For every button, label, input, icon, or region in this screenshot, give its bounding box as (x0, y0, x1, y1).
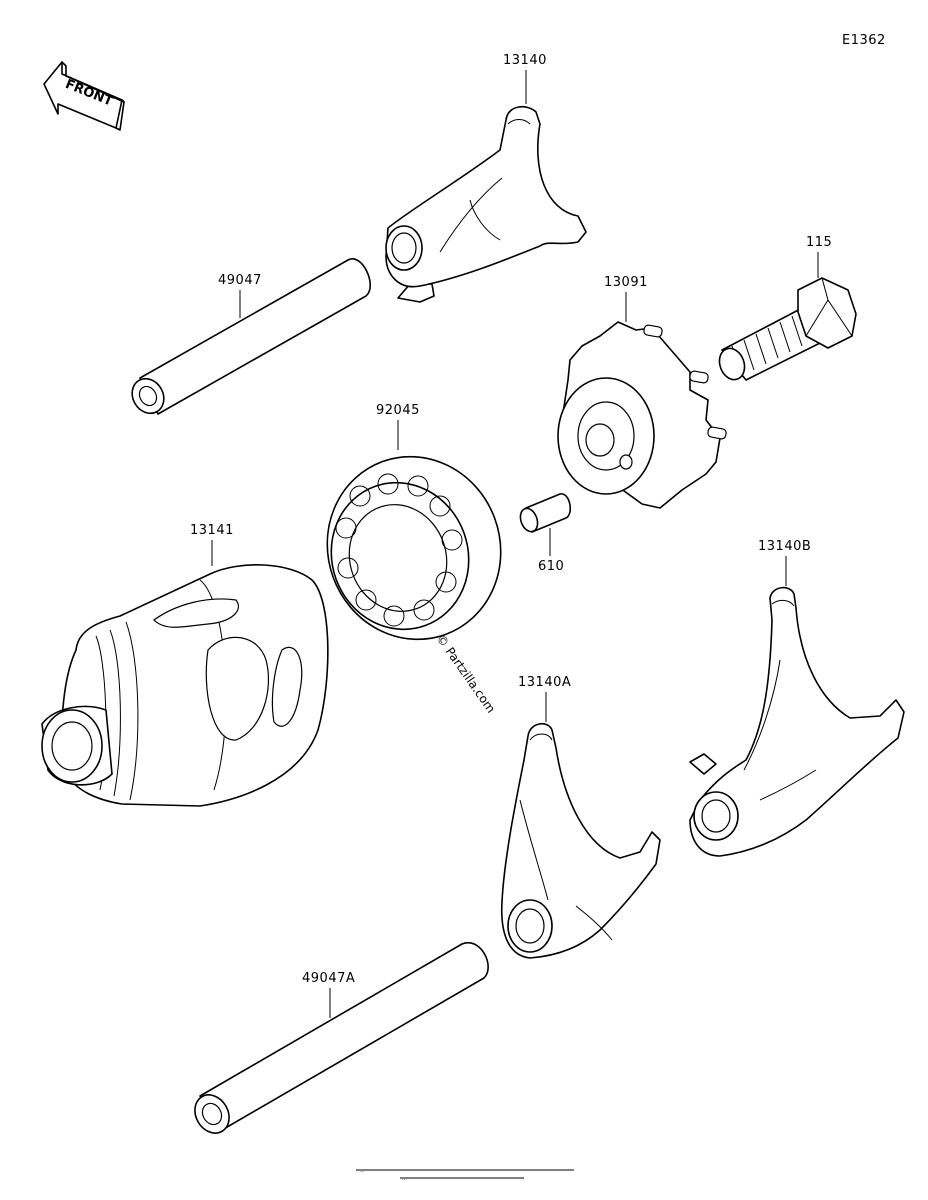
label-92045: 92045 (376, 403, 420, 418)
dowel-pin-610 (519, 493, 572, 533)
shift-fork-13140 (385, 105, 587, 303)
label-610: 610 (538, 559, 564, 574)
front-arrow-icon: FRONT (43, 61, 125, 131)
bearing-92045 (326, 455, 502, 641)
shift-fork-13140A (500, 723, 661, 959)
label-13091: 13091 (604, 275, 648, 290)
shaft-49047A (194, 941, 489, 1134)
label-115: 115 (806, 235, 832, 250)
label-13140: 13140 (503, 53, 547, 68)
watermark: © Partzilla.com (434, 632, 499, 716)
label-49047A: 49047A (302, 971, 355, 986)
label-13140A: 13140A (518, 675, 571, 690)
gear-holder-13091 (557, 321, 727, 509)
shaft-49047 (131, 258, 371, 415)
label-13140B: 13140B (758, 539, 811, 554)
diagram-code: E1362 (842, 33, 886, 48)
label-49047: 49047 (218, 273, 262, 288)
footer-line-2: ... (402, 1176, 407, 1182)
shift-fork-13140B (689, 586, 905, 857)
footer-line-1: ... (360, 1168, 365, 1174)
label-13141: 13141 (190, 523, 234, 538)
bolt-115 (718, 277, 857, 381)
shift-drum-13141 (41, 564, 329, 807)
